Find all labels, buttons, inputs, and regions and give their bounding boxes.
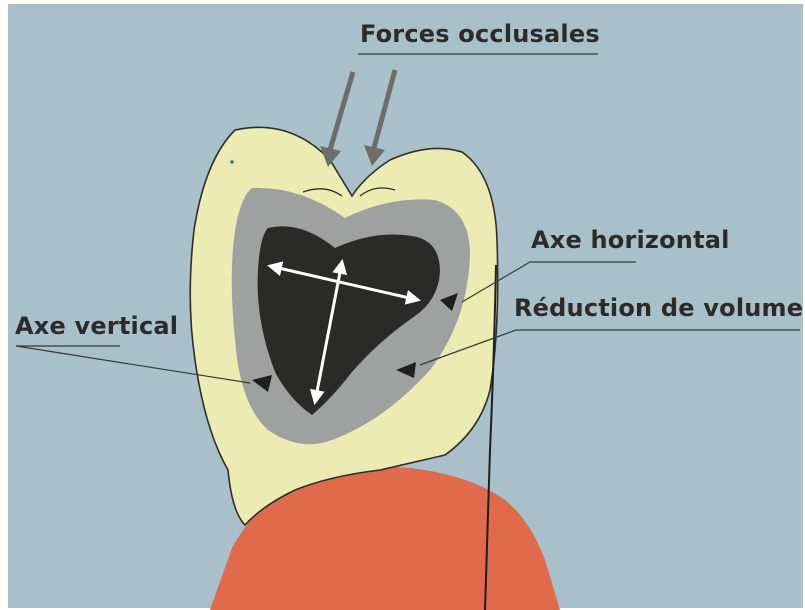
- label-axe-horizontal: Axe horizontal: [531, 226, 730, 254]
- enamel-dot: [230, 160, 234, 164]
- label-axe-vertical: Axe vertical: [15, 312, 178, 340]
- label-forces-occlusales: Forces occlusales: [360, 20, 600, 48]
- label-reduction-de-volume: Réduction de volume: [514, 294, 803, 322]
